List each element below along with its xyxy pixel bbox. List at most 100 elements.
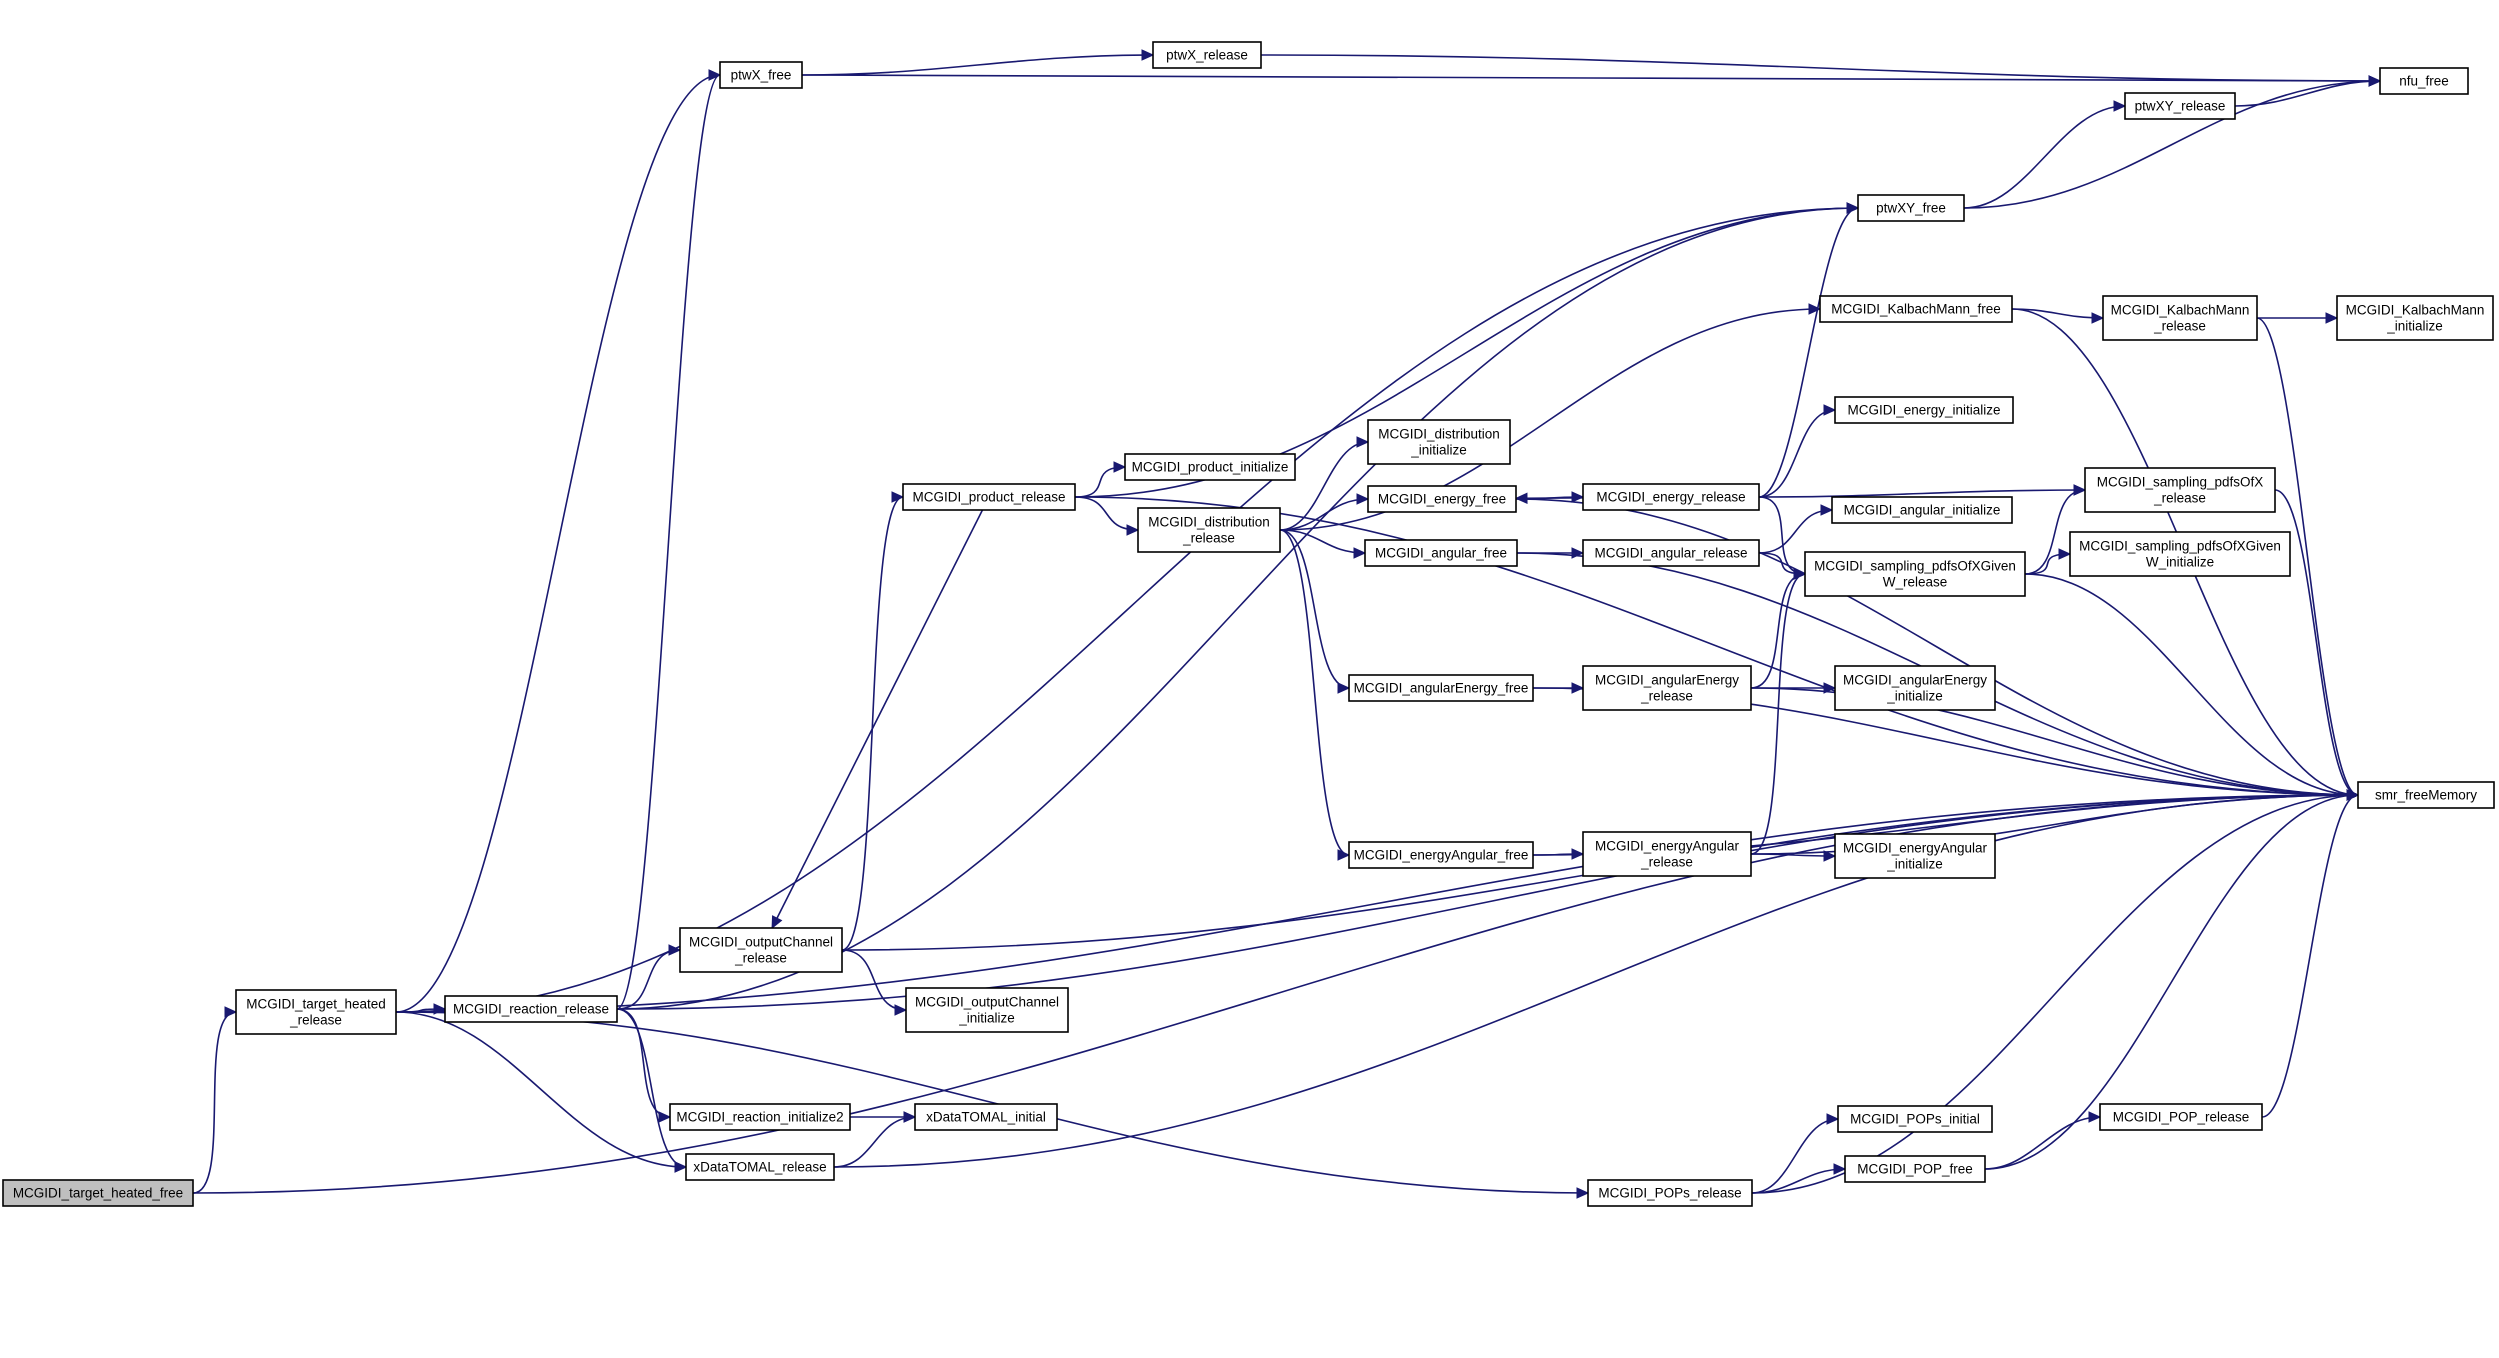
arrowhead-ptwXY_free-to-ptwXY_release — [2113, 100, 2127, 112]
arrowhead-distribution_release-to-angular_free — [1353, 547, 1367, 559]
call-edge-angular_release-to-angular_initialize — [1758, 509, 1833, 554]
call-edge-target_heated_release-to-xDataTOMAL_release — [395, 1011, 687, 1168]
node-label: MCGIDI_distribution — [1148, 515, 1270, 530]
node-outputChannel_release[interactable]: MCGIDI_outputChannel_release — [679, 927, 843, 973]
node-smr_freeMemory[interactable]: smr_freeMemory — [2357, 781, 2495, 809]
node-label: MCGIDI_POP_free — [1857, 1162, 1973, 1177]
node-angularEnergy_release[interactable]: MCGIDI_angularEnergy_release — [1582, 665, 1752, 711]
node-POPs_release[interactable]: MCGIDI_POPs_release — [1587, 1179, 1753, 1207]
node-nfu_free[interactable]: nfu_free — [2379, 67, 2469, 95]
node-label: MCGIDI_outputChannel — [689, 935, 833, 950]
node-energyAngular_free[interactable]: MCGIDI_energyAngular_free — [1348, 841, 1534, 869]
node-label: _release — [2153, 319, 2206, 334]
node-product_initialize[interactable]: MCGIDI_product_initialize — [1124, 453, 1296, 481]
node-angular_release[interactable]: MCGIDI_angular_release — [1582, 539, 1760, 567]
node-label: MCGIDI_angular_release — [1594, 546, 1747, 561]
node-POPs_initial[interactable]: MCGIDI_POPs_initial — [1837, 1105, 1993, 1133]
node-angularEnergy_free[interactable]: MCGIDI_angularEnergy_free — [1348, 674, 1534, 702]
node-label: MCGIDI_KalbachMann — [2111, 303, 2250, 318]
node-ptwX_release[interactable]: ptwX_release — [1152, 41, 1262, 69]
node-energy_initialize[interactable]: MCGIDI_energy_initialize — [1834, 396, 2014, 424]
node-distribution_initialize[interactable]: MCGIDI_distribution_initialize — [1367, 419, 1511, 465]
call-edge-product_release-to-outputChannel_release — [771, 509, 984, 929]
call-edge-distribution_release-to-energyAngular_free — [1279, 529, 1350, 856]
arrowhead-angular_release-to-angular_initialize — [1820, 504, 1834, 516]
arrowhead-reaction_release-to-reaction_initialize2 — [658, 1111, 672, 1123]
node-label: MCGIDI_angular_initialize — [1844, 503, 2001, 518]
call-edge-product_release-to-smr_freeMemory — [1074, 496, 2359, 796]
node-xDataTOMAL_release[interactable]: xDataTOMAL_release — [685, 1153, 835, 1181]
node-label: _initialize — [958, 1011, 1015, 1026]
node-sampling_pdfsOfX_release[interactable]: MCGIDI_sampling_pdfsOfX_release — [2084, 467, 2276, 513]
node-outputChannel_initialize[interactable]: MCGIDI_outputChannel_initialize — [905, 987, 1069, 1033]
node-box — [235, 989, 397, 1035]
call-edge-reaction_release-to-smr_freeMemory — [616, 794, 2359, 1010]
call-edge-energy_free-to-smr_freeMemory — [1515, 498, 2359, 796]
node-angular_free[interactable]: MCGIDI_angular_free — [1364, 539, 1518, 567]
node-box — [685, 1153, 835, 1181]
node-label: MCGIDI_energyAngular_free — [1354, 848, 1529, 863]
node-label: MCGIDI_POPs_initial — [1850, 1112, 1980, 1127]
node-reaction_initialize2[interactable]: MCGIDI_reaction_initialize2 — [669, 1103, 851, 1131]
node-POP_release[interactable]: MCGIDI_POP_release — [2099, 1103, 2263, 1131]
node-KalbachMann_free[interactable]: MCGIDI_KalbachMann_free — [1819, 295, 2013, 323]
node-ptwXY_release[interactable]: ptwXY_release — [2124, 92, 2236, 120]
node-energy_release[interactable]: MCGIDI_energy_release — [1582, 483, 1760, 511]
arrowhead-distribution_release-to-energy_free — [1356, 493, 1370, 505]
arrowhead-energyAngular_release-to-energyAngular_initialize — [1823, 850, 1837, 862]
call-edge-ptwXY_release-to-nfu_free — [2234, 80, 2381, 107]
call-edge-distribution_release-to-angular_free — [1279, 529, 1366, 554]
node-ptwXY_free[interactable]: ptwXY_free — [1857, 194, 1965, 222]
arrowhead-outputChannel_release-to-outputChannel_initialize — [894, 1004, 908, 1016]
call-edge-sampling_pdfsOfX_release-to-smr_freeMemory — [2274, 489, 2359, 796]
call-edge-target_heated_free-to-target_heated_release — [192, 1011, 237, 1194]
node-label: _release — [1640, 855, 1693, 870]
node-xDataTOMAL_initial[interactable]: xDataTOMAL_initial — [914, 1103, 1058, 1131]
node-box — [2124, 92, 2236, 120]
node-energyAngular_initialize[interactable]: MCGIDI_energyAngular_initialize — [1834, 833, 1996, 879]
node-product_release[interactable]: MCGIDI_product_release — [902, 483, 1076, 511]
node-label: W_initialize — [2146, 555, 2214, 570]
node-angular_initialize[interactable]: MCGIDI_angular_initialize — [1831, 496, 2013, 524]
node-label: MCGIDI_product_release — [912, 490, 1065, 505]
node-box — [1582, 483, 1760, 511]
call-edge-KalbachMann_release-to-smr_freeMemory — [2256, 317, 2359, 796]
node-reaction_release[interactable]: MCGIDI_reaction_release — [444, 995, 618, 1023]
node-label: MCGIDI_sampling_pdfsOfXGiven — [2079, 539, 2281, 554]
node-KalbachMann_initialize[interactable]: MCGIDI_KalbachMann_initialize — [2336, 295, 2494, 341]
node-energy_free[interactable]: MCGIDI_energy_free — [1367, 485, 1517, 513]
call-edge-energy_release-to-ptwXY_free — [1758, 207, 1859, 498]
call-edge-product_release-to-product_initialize — [1074, 466, 1126, 498]
arrowhead-POP_release-to-smr_freeMemory — [2346, 789, 2360, 801]
call-edge-angularEnergy_release-to-sampling_pdfsOfXGivenW_release — [1750, 573, 1806, 689]
arrowhead-energy_release-to-ptwXY_free — [1846, 202, 1860, 214]
node-label: MCGIDI_sampling_pdfsOfX — [2097, 475, 2264, 490]
node-label: ptwX_free — [731, 68, 792, 83]
node-energyAngular_release[interactable]: MCGIDI_energyAngular_release — [1582, 831, 1752, 877]
arrowhead-KalbachMann_free-to-KalbachMann_release — [2091, 312, 2105, 324]
node-POP_free[interactable]: MCGIDI_POP_free — [1844, 1155, 1986, 1183]
node-KalbachMann_release[interactable]: MCGIDI_KalbachMann_release — [2102, 295, 2258, 341]
node-box — [1834, 665, 1996, 711]
node-label: _release — [734, 951, 787, 966]
node-label: MCGIDI_energy_release — [1596, 490, 1745, 505]
node-angularEnergy_initialize[interactable]: MCGIDI_angularEnergy_initialize — [1834, 665, 1996, 711]
call-edge-reaction_release-to-outputChannel_release — [616, 949, 681, 1010]
node-box — [2069, 531, 2291, 577]
node-label: MCGIDI_reaction_initialize2 — [676, 1110, 843, 1125]
node-target_heated_release[interactable]: MCGIDI_target_heated_release — [235, 989, 397, 1035]
node-label: nfu_free — [2399, 74, 2449, 89]
node-label: _initialize — [2386, 319, 2443, 334]
node-box — [1819, 295, 2013, 323]
node-label: MCGIDI_angularEnergy — [1595, 673, 1739, 688]
call-edge-ptwX_release-to-nfu_free — [1260, 54, 2381, 82]
node-label: MCGIDI_target_heated_free — [13, 1186, 183, 1201]
node-target_heated_free[interactable]: MCGIDI_target_heated_free — [2, 1179, 194, 1207]
arrowhead-POPs_release-to-POP_free — [1833, 1163, 1847, 1175]
node-box — [1124, 453, 1296, 481]
node-distribution_release[interactable]: MCGIDI_distribution_release — [1137, 507, 1281, 553]
arrowhead-product_release-to-product_initialize — [1113, 461, 1127, 473]
node-ptwX_free[interactable]: ptwX_free — [719, 61, 803, 89]
